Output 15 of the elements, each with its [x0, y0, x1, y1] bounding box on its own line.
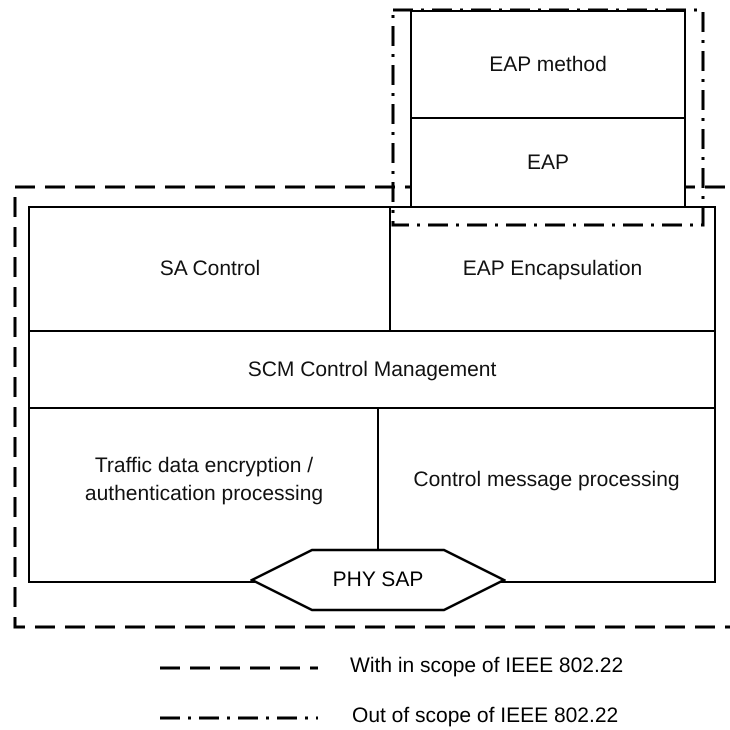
layer-box: [410, 117, 686, 209]
layer-box: [28, 206, 392, 333]
layer-label: SCM Control Management: [246, 356, 498, 383]
layer-label: PHY SAP: [332, 568, 424, 592]
layer-label: Control message processing: [412, 466, 681, 493]
layer-box: [410, 10, 686, 120]
layer-label: EAP Encapsulation: [462, 256, 644, 282]
legend-text: Out of scope of IEEE 802.22: [352, 704, 618, 728]
layer-label: SA Control: [158, 256, 262, 282]
legend-text: With in scope of IEEE 802.22: [350, 654, 624, 678]
layer-label: EAP: [526, 150, 570, 176]
layer-label: EAP method: [488, 52, 608, 78]
layer-box: [389, 206, 716, 333]
layer-box: [28, 330, 716, 410]
layer-label: Traffic data encryption / authentication processing: [84, 452, 324, 507]
